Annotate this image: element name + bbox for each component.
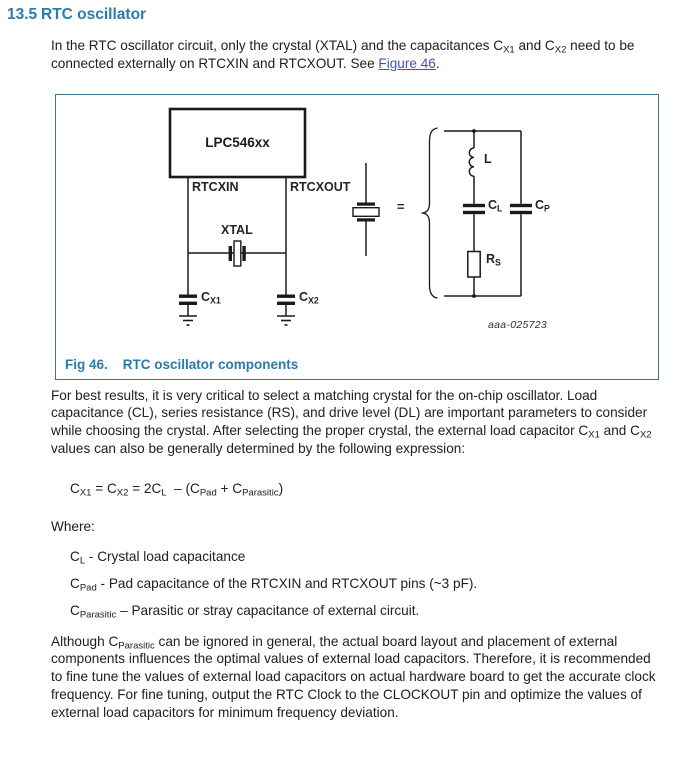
cl-plate-bottom: [463, 210, 485, 214]
cp-plate-top: [510, 203, 532, 207]
figure-caption: Fig 46. RTC oscillator components: [65, 357, 298, 372]
junction-dot-top: [472, 128, 476, 133]
figure-caption-title: RTC oscillator components: [122, 356, 299, 372]
definition-cpad: CPad - Pad capacitance of the RTCXIN and…: [70, 575, 478, 594]
inductor-coil: [468, 146, 475, 177]
ground-symbol-left: [179, 314, 197, 326]
intro-paragraph: In the RTC oscillator circuit, only the …: [51, 37, 665, 73]
inductor-label: L: [484, 151, 492, 166]
cx1-plate-top: [179, 294, 197, 298]
series-res-label: RS: [486, 251, 501, 268]
cl-plate-top: [463, 203, 485, 207]
crystal-selection-paragraph: For best results, it is very critical to…: [51, 387, 652, 456]
xtal-label: XTAL: [221, 222, 253, 237]
chip-box: [168, 107, 307, 178]
cx2-plate-bottom: [277, 301, 295, 305]
section-number: 13.5: [7, 6, 38, 23]
crystal-plate-bottom: [357, 217, 375, 222]
xtal-plate-left: [228, 245, 232, 261]
cx2-plate-top: [277, 294, 295, 298]
intro-text-before: In the RTC oscillator circuit, only the …: [51, 38, 635, 71]
definition-cparasitic: CParasitic – Parasitic or stray capacita…: [70, 602, 420, 621]
figure-reference-code: aaa-025723: [488, 318, 548, 331]
ground-symbol-right: [277, 314, 295, 326]
pin-label-rtcxin: RTCXIN: [192, 179, 239, 194]
intro-text-after: .: [435, 55, 440, 71]
chip-label: LPC546xx: [205, 135, 270, 151]
where-label: Where:: [51, 518, 95, 534]
cx2-label: CX2: [299, 289, 319, 306]
section-heading: 13.5 RTC oscillator: [7, 5, 698, 24]
junction-dot-bottom: [472, 293, 476, 298]
cx1-label: CX1: [201, 289, 221, 306]
brace: [421, 126, 438, 299]
xtal-body: [233, 239, 242, 267]
crystal-plate-top: [357, 202, 375, 206]
figure-caption-label: Fig 46.: [65, 356, 108, 372]
definition-cl: CL - Crystal load capacitance: [70, 548, 246, 567]
board-layout-paragraph: Although CParasitic can be ignored in ge…: [51, 633, 656, 720]
xtal-plate-right: [242, 245, 246, 261]
figure-46: LPC546xx RTCXIN RTCXOUT XTAL CX1 CX2 = L…: [55, 93, 659, 380]
parallel-cap-label: CP: [535, 197, 550, 214]
load-capacitor-equation: CX1 = CX2 = 2CL – (CPad + CParasitic): [70, 480, 284, 499]
section-title: RTC oscillator: [41, 6, 147, 23]
circuit-graphics: [168, 107, 532, 326]
rtc-circuit-diagram: LPC546xx RTCXIN RTCXOUT XTAL CX1 CX2 = L…: [56, 95, 657, 347]
cx1-plate-bottom: [179, 301, 197, 305]
pin-label-rtcxout: RTCXOUT: [290, 179, 351, 194]
cp-plate-bottom: [510, 210, 532, 214]
figure-46-link[interactable]: Figure 46: [378, 55, 436, 71]
rs-resistor: [467, 250, 481, 278]
crystal-body: [352, 206, 380, 217]
load-cap-label: CL: [488, 197, 503, 214]
equals-sign: =: [397, 198, 405, 214]
